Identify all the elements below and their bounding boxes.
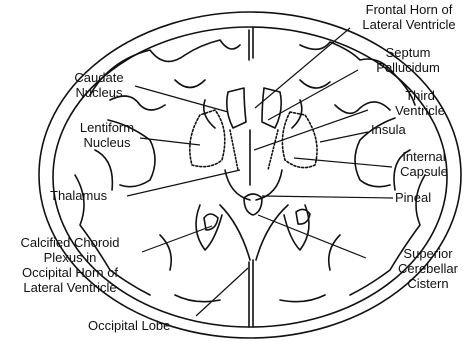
internal-capsule-left xyxy=(230,130,238,170)
leader-insula xyxy=(320,132,368,142)
label-thalamus: Thalamus xyxy=(50,188,107,203)
leader-pineal xyxy=(262,196,393,198)
label-choroid-line3: Occipital Horn of xyxy=(0,265,140,280)
label-internal-capsule: Internal Capsule xyxy=(388,149,460,179)
label-choroid: Calcified Choroid Plexus in Occipital Ho… xyxy=(0,235,140,295)
label-lentiform: Lentiform Nucleus xyxy=(68,120,146,150)
label-occipital: Occipital Lobe xyxy=(88,318,170,333)
label-choroid-line1: Calcified Choroid xyxy=(0,235,140,250)
label-internal-line1: Internal xyxy=(388,149,460,164)
label-superior-cistern: Superior Cerebellar Cistern xyxy=(388,246,468,291)
label-septum-line1: Septum xyxy=(368,45,448,60)
label-internal-line2: Capsule xyxy=(388,164,460,179)
label-cistern-line2: Cerebellar xyxy=(388,261,468,276)
label-third-line2: Ventricle xyxy=(380,103,460,118)
label-third-ventricle: Third Ventricle xyxy=(380,88,460,118)
pineal xyxy=(244,194,262,215)
leader-third-ventricle xyxy=(254,110,368,150)
label-cistern-line3: Cistern xyxy=(388,276,468,291)
label-pineal: Pineal xyxy=(395,190,431,205)
caudate-left xyxy=(204,100,215,128)
leader-superior-cistern xyxy=(258,215,366,258)
label-insula: Insula xyxy=(371,122,406,137)
leader-frontal-horn xyxy=(255,28,350,108)
leader-lines xyxy=(127,28,393,316)
internal-capsule-right xyxy=(268,130,278,170)
falx-posterior xyxy=(249,260,253,327)
label-caudate: Caudate Nucleus xyxy=(60,70,138,100)
label-cistern-line1: Superior xyxy=(388,246,468,261)
label-lentiform-line1: Lentiform xyxy=(68,120,146,135)
label-frontal-horn-line1: Frontal Horn of xyxy=(348,2,470,17)
falx-anterior xyxy=(249,27,253,60)
label-caudate-line1: Caudate xyxy=(60,70,138,85)
leader-occipital xyxy=(196,268,248,316)
leader-caudate xyxy=(135,86,228,112)
leader-internal-capsule xyxy=(294,158,392,167)
label-septum: Septum Pellucidum xyxy=(368,45,448,75)
label-third-line1: Third xyxy=(380,88,460,103)
label-choroid-line4: Lateral Ventricle xyxy=(0,280,140,295)
frontal-horn-left xyxy=(227,88,246,128)
label-choroid-line2: Plexus in xyxy=(0,250,140,265)
label-lentiform-line2: Nucleus xyxy=(68,135,146,150)
label-frontal-horn: Frontal Horn of Lateral Ventricle xyxy=(348,2,470,32)
label-septum-line2: Pellucidum xyxy=(368,60,448,75)
label-frontal-horn-line2: Lateral Ventricle xyxy=(348,17,470,32)
label-caudate-line2: Nucleus xyxy=(60,85,138,100)
leader-choroid xyxy=(142,226,212,252)
cistern xyxy=(220,205,288,260)
